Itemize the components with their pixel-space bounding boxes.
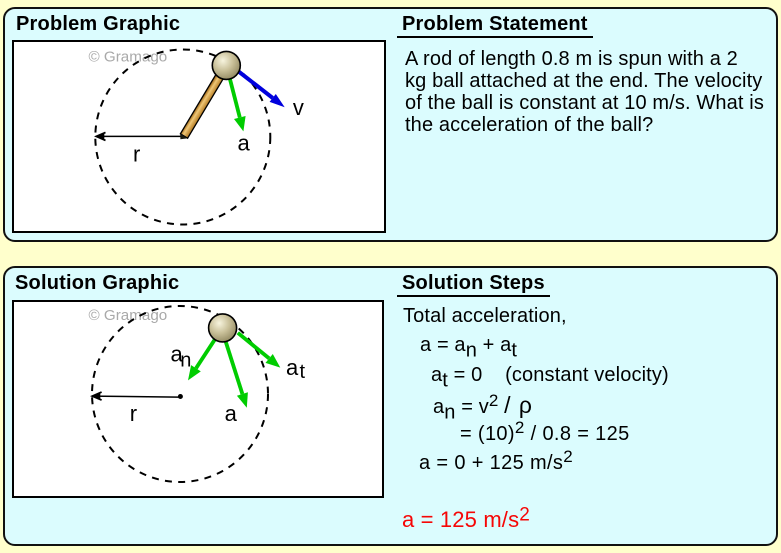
svg-text:a: a <box>286 355 299 380</box>
svg-text:r: r <box>133 142 140 167</box>
svg-text:v: v <box>293 95 304 120</box>
svg-text:© Gramago: © Gramago <box>89 307 168 324</box>
svg-text:a: a <box>238 131 251 156</box>
svg-text:r: r <box>130 401 137 426</box>
svg-text:t: t <box>300 361 306 383</box>
svg-text:a: a <box>171 342 184 367</box>
svg-text:a: a <box>225 401 238 426</box>
svg-text:n: n <box>180 350 191 372</box>
svg-text:© Gramago: © Gramago <box>89 49 168 66</box>
